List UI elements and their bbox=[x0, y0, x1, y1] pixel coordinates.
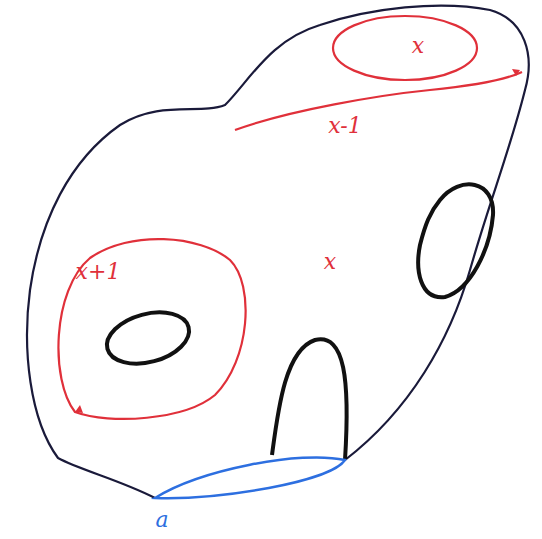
outer-boundary bbox=[27, 6, 529, 498]
boundary-hole bbox=[418, 184, 493, 297]
red-curve bbox=[58, 239, 245, 419]
region-label: x+1 bbox=[76, 261, 121, 283]
blue-curve bbox=[155, 457, 345, 498]
arrow-mark bbox=[75, 405, 83, 413]
boundary-tongue bbox=[272, 339, 347, 460]
curve-label: a bbox=[155, 509, 168, 531]
red-curve bbox=[333, 16, 477, 80]
red-curve bbox=[235, 72, 522, 130]
arrow-mark bbox=[512, 69, 520, 76]
region-label: x bbox=[324, 251, 336, 273]
boundary-hole bbox=[101, 304, 195, 372]
region-label: x-1 bbox=[328, 115, 361, 137]
region-label: x bbox=[412, 35, 424, 57]
